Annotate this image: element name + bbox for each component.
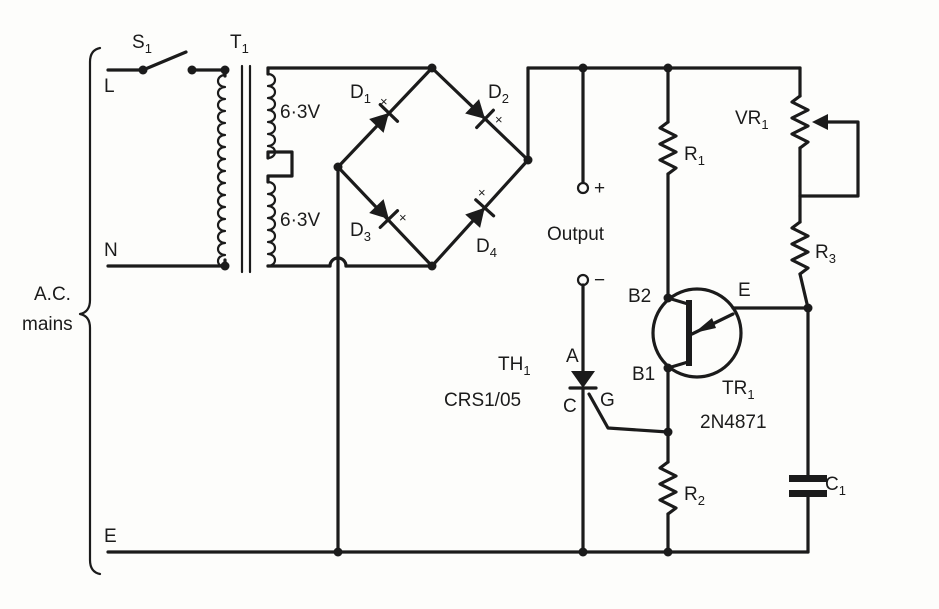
label-b1: B1 bbox=[632, 364, 655, 385]
label-tr1-part: 2N4871 bbox=[700, 412, 767, 433]
svg-text:R2: R2 bbox=[684, 484, 705, 508]
primary-winding bbox=[216, 73, 227, 269]
label-output: Output bbox=[547, 224, 605, 245]
transformer-t1 bbox=[216, 64, 294, 274]
label-live: L bbox=[104, 76, 115, 97]
svg-text:C1: C1 bbox=[825, 474, 846, 498]
label-ac: A.C. bbox=[34, 284, 71, 305]
label-voltage-lower: 6·3V bbox=[280, 210, 320, 231]
label-s1: S bbox=[132, 32, 145, 53]
diode-d1 bbox=[369, 103, 400, 133]
svg-text:VR1: VR1 bbox=[735, 108, 769, 132]
label-cathode: C bbox=[563, 396, 577, 417]
label-th1-part: CRS1/05 bbox=[444, 390, 521, 411]
label-neutral: N bbox=[104, 240, 118, 261]
svg-text:×: × bbox=[399, 210, 407, 225]
svg-text:D2: D2 bbox=[488, 82, 509, 106]
label-c1: C bbox=[825, 474, 839, 495]
label-r1: R bbox=[684, 144, 698, 165]
thyristor-th1 bbox=[568, 273, 670, 557]
label-minus: − bbox=[594, 270, 605, 291]
labels: S1 T1 L N E A.C. mains 6·3V 6·3V D1 D2 D… bbox=[22, 32, 846, 547]
label-d3: D bbox=[350, 220, 364, 241]
label-emitter: E bbox=[738, 280, 751, 301]
secondary-winding-upper bbox=[266, 72, 277, 160]
label-r2: R bbox=[684, 484, 698, 505]
label-mains: mains bbox=[22, 314, 73, 335]
label-d1: D bbox=[350, 82, 364, 103]
label-d2: D bbox=[488, 82, 502, 103]
secondary-winding-lower bbox=[266, 180, 277, 268]
mains-input-wiring bbox=[106, 50, 810, 554]
label-anode: A bbox=[566, 346, 579, 367]
svg-text:×: × bbox=[380, 94, 388, 109]
svg-text:R1: R1 bbox=[684, 144, 705, 168]
svg-text:×: × bbox=[495, 112, 503, 127]
svg-text:TR1: TR1 bbox=[722, 378, 755, 402]
label-vr1: VR bbox=[735, 108, 761, 129]
svg-text:D1: D1 bbox=[350, 82, 371, 106]
label-r3: R bbox=[815, 242, 829, 263]
diode-d2 bbox=[465, 99, 495, 130]
diode-d3 bbox=[369, 199, 400, 229]
resistor-r2 bbox=[658, 460, 678, 516]
label-tr1: TR bbox=[722, 378, 747, 399]
svg-text:D3: D3 bbox=[350, 220, 371, 244]
label-th1: TH bbox=[498, 354, 523, 375]
svg-text:D4: D4 bbox=[476, 236, 497, 260]
bridge-rectifier: × × × × bbox=[266, 63, 533, 557]
label-t1: T bbox=[230, 32, 242, 53]
capacitor-c1-plate-bottom bbox=[789, 490, 827, 497]
capacitor-c1-plate-top bbox=[789, 475, 827, 482]
ujt-column bbox=[658, 66, 678, 557]
svg-text:S1: S1 bbox=[132, 32, 152, 56]
ujt-tr1 bbox=[651, 287, 813, 379]
svg-text:×: × bbox=[478, 185, 486, 200]
label-voltage-upper: 6·3V bbox=[280, 102, 320, 123]
diode-d4 bbox=[465, 198, 496, 228]
resistor-r3 bbox=[790, 220, 810, 276]
label-d4: D bbox=[476, 236, 490, 257]
mains-brace bbox=[78, 46, 102, 576]
wiper-arrow bbox=[812, 114, 828, 130]
svg-text:TH1: TH1 bbox=[498, 354, 531, 378]
svg-text:T1: T1 bbox=[230, 32, 249, 56]
label-plus: + bbox=[594, 178, 605, 199]
resistor-r1 bbox=[658, 120, 678, 176]
label-earth: E bbox=[104, 526, 117, 547]
svg-text:R3: R3 bbox=[815, 242, 836, 266]
potentiometer-vr1 bbox=[790, 94, 810, 150]
label-b2: B2 bbox=[628, 286, 651, 307]
switch-s1-blade bbox=[141, 50, 188, 72]
timing-network bbox=[789, 66, 860, 554]
label-gate: G bbox=[600, 390, 615, 411]
output-plus-terminal bbox=[576, 181, 590, 195]
